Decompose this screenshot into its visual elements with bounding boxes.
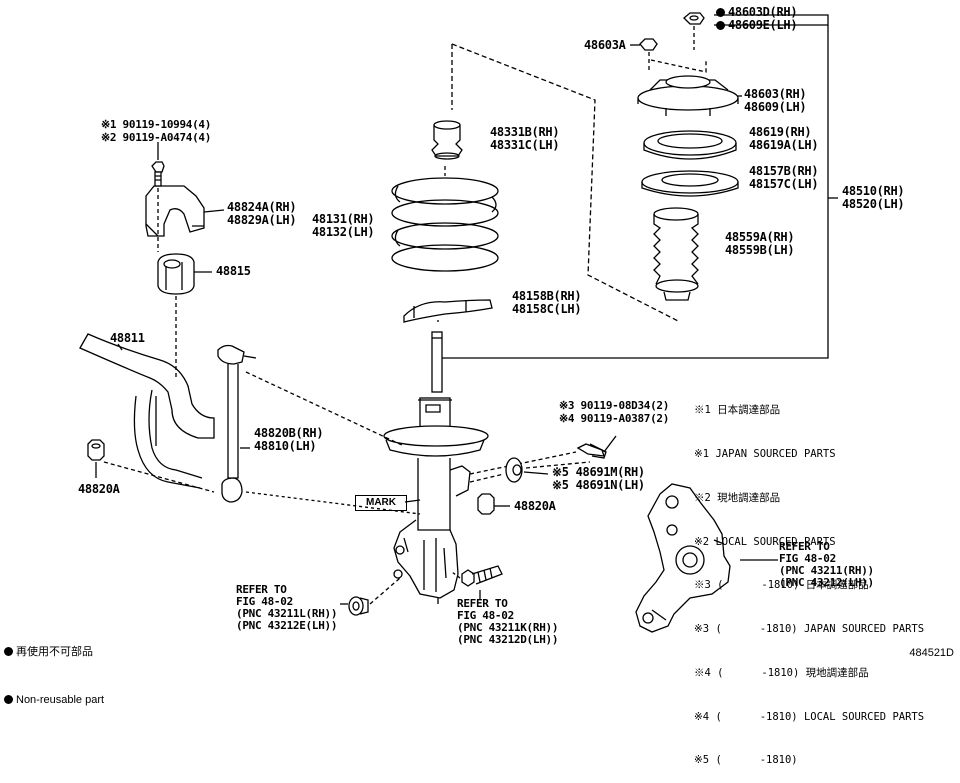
- shock-absorber-icon: [383, 331, 489, 599]
- label-48811: 48811: [110, 331, 145, 345]
- note-line: ※5 ( -1810): [694, 754, 798, 767]
- stabilizer-bracket-icon: [145, 185, 225, 237]
- lower-spring-seat-icon: [403, 299, 493, 323]
- stabilizer-bushing-icon: [157, 253, 212, 295]
- bump-stopper-icon: [431, 120, 463, 160]
- label-48603a: 48603A: [584, 38, 626, 52]
- non-reusable-dot-icon: [716, 21, 725, 30]
- label-48331c: 48331C(LH): [490, 138, 560, 152]
- spring-insulator-icon: [641, 170, 739, 197]
- label-48132: 48132(LH): [312, 225, 375, 239]
- label-48131: 48131(RH): [312, 212, 375, 226]
- label-48609e: 48609E(LH): [716, 19, 798, 32]
- steering-knuckle-icon: [635, 483, 731, 633]
- label-48559b: 48559B(LH): [725, 243, 795, 257]
- label-48559a: 48559A(RH): [725, 230, 795, 244]
- note-line: ※1 日本調達部品: [694, 404, 781, 417]
- dust-boot-icon: [653, 207, 699, 301]
- bearing-icon: [643, 130, 737, 160]
- label-48157b: 48157B(RH): [749, 164, 819, 178]
- dashed-outline-right: [451, 43, 681, 323]
- note-line: ※3 ( -1810) JAPAN SOURCED PARTS: [694, 623, 925, 636]
- label-48609: 48609(LH): [744, 100, 807, 114]
- label-48820a-right: 48820A: [514, 499, 556, 513]
- note-line: ※4 ( -1810) 現地調達部品: [694, 666, 869, 679]
- nut-48820a-left-icon: [87, 439, 105, 461]
- label-48331b: 48331B(RH): [490, 125, 560, 139]
- leader-48510-bracket: [437, 14, 829, 359]
- note-line: ※2 現地調達部品: [694, 491, 781, 504]
- note-line: ※1 JAPAN SOURCED PARTS: [694, 447, 836, 460]
- mark-indicator: MARK: [355, 495, 407, 511]
- refer-fig-left: REFER TO FIG 48-02 (PNC 43211L(RH)) (PNC…: [236, 583, 338, 632]
- non-reusable-dot-icon: [4, 647, 13, 656]
- label-48829a: 48829A(LH): [227, 213, 297, 227]
- non-reusable-dot-icon: [716, 8, 725, 17]
- label-48603d: 48603D(RH): [716, 6, 798, 19]
- bracket-bolt-icon: [151, 161, 165, 187]
- legend-row-jp: 再使用不可部品: [4, 644, 104, 660]
- label-48691n: ※5 48691N(LH): [552, 478, 645, 492]
- non-reusable-dot-icon: [4, 695, 13, 704]
- label-48820b: 48820B(RH): [254, 426, 324, 440]
- label-48810: 48810(LH): [254, 439, 317, 453]
- label-48691m: ※5 48691M(RH): [552, 465, 645, 479]
- refer-fig-right: REFER TO FIG 48-02 (PNC 43211(RH)) (PNC …: [779, 540, 874, 589]
- figure-id: 484521D: [909, 647, 954, 659]
- label-48619: 48619(RH): [749, 125, 812, 139]
- label-bolt1: ※1 90119-10994(4): [101, 118, 212, 131]
- upper-support-icon: [637, 75, 739, 116]
- note-line: ※2 LOCAL SOURCED PARTS: [694, 535, 836, 548]
- label-48824a: 48824A(RH): [227, 200, 297, 214]
- note-line: ※4 ( -1810) LOCAL SOURCED PARTS: [694, 710, 925, 723]
- stabilizer-link-icon: [217, 344, 257, 503]
- label-48603: 48603(RH): [744, 87, 807, 101]
- label-48815: 48815: [216, 264, 251, 278]
- legend-row-en: Non-reusable part: [4, 692, 104, 708]
- label-bolt2: ※2 90119-A0474(4): [101, 131, 212, 144]
- refer-fig-mid: REFER TO FIG 48-02 (PNC 43211K(RH)) (PNC…: [457, 597, 559, 646]
- stabilizer-bar-icon: [79, 333, 215, 489]
- label-48157c: 48157C(LH): [749, 177, 819, 191]
- nut-48603a-icon: [639, 38, 658, 51]
- label-48520: 48520(LH): [842, 197, 905, 211]
- label-bolt3: ※3 90119-08D34(2): [559, 399, 670, 412]
- nut-48603d-icon: [683, 12, 705, 25]
- note-line: ※3 ( -1810) 日本調達部品: [694, 579, 869, 592]
- label-48619a: 48619A(LH): [749, 138, 819, 152]
- coil-spring-icon: [391, 177, 499, 272]
- sourcing-notes: ※1 日本調達部品 ※1 JAPAN SOURCED PARTS ※2 現地調達…: [694, 374, 924, 783]
- label-48158c: 48158C(LH): [512, 302, 582, 316]
- legend: 再使用不可部品 Non-reusable part: [4, 612, 104, 724]
- label-48510: 48510(RH): [842, 184, 905, 198]
- label-bolt4: ※4 90119-A0387(2): [559, 412, 670, 425]
- nut-48820a-right-icon: [477, 493, 495, 515]
- strut-nut-lower-icon: [348, 596, 369, 616]
- cam-plate-icon: [505, 457, 523, 483]
- strut-bolt-upper-icon: [576, 443, 607, 459]
- suspension-exploded-diagram: [79, 12, 838, 633]
- strut-bolt-lower-icon: [461, 565, 503, 587]
- label-48820a-left: 48820A: [78, 482, 120, 496]
- label-48158b: 48158B(RH): [512, 289, 582, 303]
